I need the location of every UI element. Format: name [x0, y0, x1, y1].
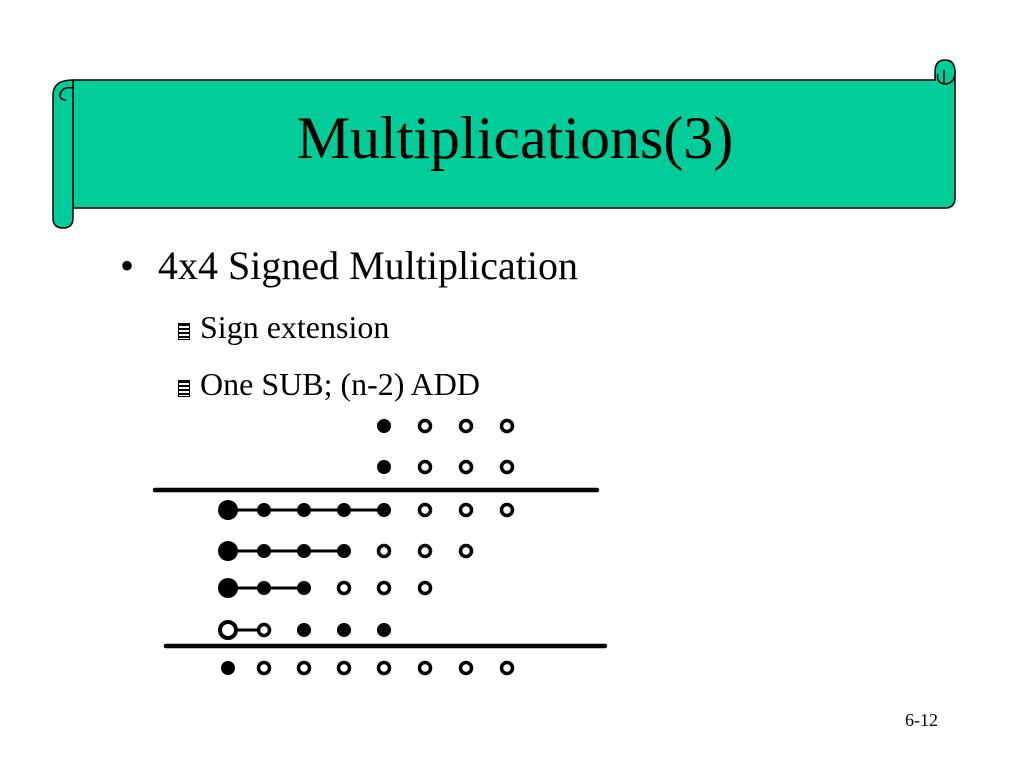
bullet-item: • 4x4 Signed Multiplication [120, 242, 578, 290]
hollow-dot [417, 543, 433, 559]
hollow-dot [376, 580, 392, 596]
calculator-icon [178, 323, 190, 340]
filled-dot [297, 503, 311, 517]
subbullet-text: Sign extension [200, 309, 390, 345]
hollow-dot [417, 502, 433, 518]
hollow-dot [499, 459, 515, 475]
hollow-dot [499, 660, 515, 676]
bullet-text: 4x4 Signed Multiplication [158, 243, 578, 288]
hollow-dot [256, 660, 272, 676]
filled-dot [337, 503, 351, 517]
subbullet-item-sign-extension: Sign extension [178, 307, 389, 347]
filled-dot [377, 419, 391, 433]
hollow-dot [417, 660, 433, 676]
filled-dot [337, 623, 351, 637]
filled-dot [377, 503, 391, 517]
bullet-marker: • [120, 243, 135, 288]
subbullet-text: One SUB; (n-2) ADD [200, 366, 480, 402]
hollow-dot [336, 580, 352, 596]
banner-body [72, 59, 956, 209]
calculator-icon [178, 380, 190, 397]
hollow-dot [499, 502, 515, 518]
hollow-dot [458, 660, 474, 676]
hollow-dot [336, 660, 352, 676]
hollow-dot [376, 660, 392, 676]
filled-dot [377, 460, 391, 474]
hollow-dot [296, 660, 312, 676]
filled-dot [377, 623, 391, 637]
filled-dot [257, 503, 271, 517]
subbullet-item-sub-add: One SUB; (n-2) ADD [178, 364, 480, 404]
hollow-dot [458, 543, 474, 559]
hollow-dot [417, 580, 433, 596]
filled-dot [257, 544, 271, 558]
filled-dot [218, 541, 238, 561]
hollow-dot [458, 502, 474, 518]
filled-dot [221, 661, 235, 675]
hollow-dot [376, 543, 392, 559]
page-number: 6-12 [905, 710, 938, 730]
hollow-dot [499, 418, 515, 434]
filled-dot [218, 500, 238, 520]
hollow-dot [218, 620, 238, 640]
filled-dot [297, 581, 311, 595]
filled-dot [337, 544, 351, 558]
hollow-dot [417, 418, 433, 434]
hollow-dot [458, 418, 474, 434]
slide-title: Multiplications(3) [296, 105, 734, 171]
filled-dot [297, 623, 311, 637]
filled-dot [297, 544, 311, 558]
dot-layer [218, 418, 515, 676]
banner-left-curl [52, 79, 74, 229]
hollow-dot [458, 459, 474, 475]
hollow-dot [417, 459, 433, 475]
filled-dot [257, 581, 271, 595]
hollow-dot [256, 622, 272, 638]
filled-dot [218, 578, 238, 598]
